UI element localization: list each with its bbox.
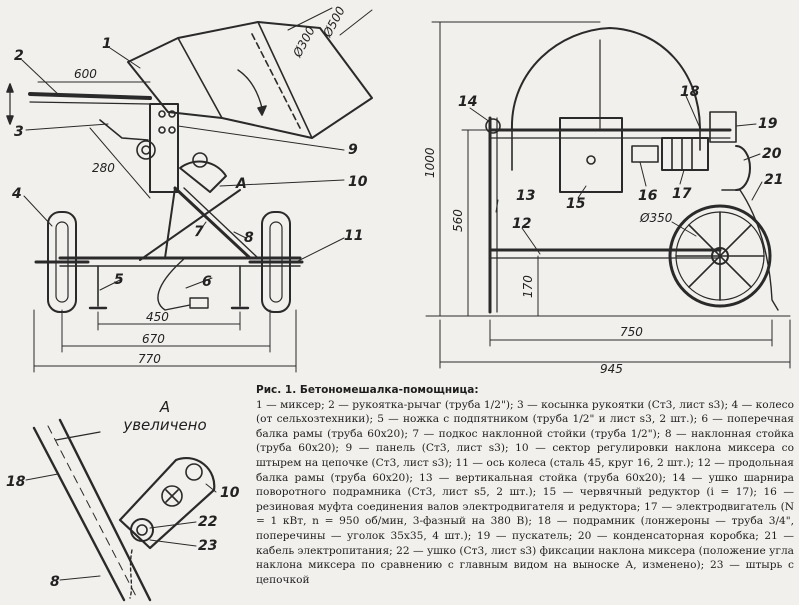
mixer-drum [127, 21, 373, 139]
detail-title-letter: А [159, 398, 171, 416]
detail-callout-8: 8 [50, 574, 60, 590]
dim-670: 670 [142, 332, 165, 346]
detail-callout-23: 23 [198, 538, 217, 554]
panel [136, 103, 179, 193]
detail-leaders [25, 473, 217, 581]
dim-280: 280 [92, 161, 115, 175]
detail-title-word: увеличено [123, 416, 207, 434]
gear-reducer [559, 117, 623, 193]
callout-16: 16 [638, 188, 658, 204]
dim-1000: 1000 [423, 147, 437, 178]
caption-text: 1 — миксер; 2 — рукоятка-рычаг (труба 1/… [256, 398, 794, 586]
callout-18: 18 [680, 84, 700, 100]
dim-750: 750 [620, 325, 643, 339]
front-dimensions [425, 21, 791, 369]
callout-10: 10 [348, 174, 368, 190]
detail-callout-22: 22 [198, 514, 217, 530]
callout-20: 20 [762, 146, 782, 162]
support-legs [88, 265, 250, 310]
callout-19: 19 [758, 116, 778, 132]
detail-callout-10: 10 [220, 485, 240, 501]
callout-13: 13 [516, 188, 535, 204]
tilt-sector [179, 152, 227, 193]
callout-5: 5 [114, 272, 124, 288]
callout-9: 9 [348, 142, 358, 158]
dim-170: 170 [521, 275, 535, 298]
callout-a: А [235, 176, 247, 192]
callout-12: 12 [512, 216, 531, 232]
front-view [425, 21, 791, 369]
detail-view-labels: 18 10 22 23 8 [6, 474, 240, 590]
handle-lever [6, 83, 152, 125]
dim-d350: Ø350 [639, 211, 673, 225]
callout-8: 8 [244, 230, 254, 246]
dim-945: 945 [600, 362, 623, 376]
dim-450: 450 [146, 310, 169, 324]
callout-6: 6 [202, 274, 212, 290]
side-view [6, 7, 373, 373]
side-dimensions [33, 81, 297, 373]
detail-view [25, 418, 217, 602]
callout-1: 1 [102, 36, 112, 52]
dim-770: 770 [138, 352, 161, 366]
front-frame [485, 116, 722, 314]
detail-eye [129, 518, 154, 599]
figure-caption: Рис. 1. Бетономешалка-помощница: 1 — мик… [256, 383, 794, 587]
caption-title: Рис. 1. Бетономешалка-помощница: [256, 384, 479, 396]
callout-11: 11 [344, 228, 363, 244]
callout-2: 2 [14, 48, 24, 64]
callout-15: 15 [566, 196, 586, 212]
callout-17: 17 [672, 186, 692, 202]
right-wheel [248, 211, 304, 313]
callout-14: 14 [458, 94, 477, 110]
front-leaders [469, 95, 763, 255]
frame [58, 186, 302, 311]
detail-sector [118, 457, 216, 550]
motor [631, 137, 709, 171]
detail-view-title: А увеличено [110, 398, 220, 434]
front-drum [510, 27, 701, 171]
dim-d500: Ø500 [320, 4, 348, 40]
front-wheel [668, 204, 772, 308]
dim-560: 560 [451, 209, 465, 232]
callout-4: 4 [11, 186, 22, 202]
dim-d300: Ø300 [290, 24, 318, 60]
callout-21: 21 [764, 172, 783, 188]
subframe [488, 111, 751, 191]
callout-3: 3 [14, 124, 24, 140]
left-wheel [34, 211, 90, 313]
power-cable [739, 189, 779, 311]
callout-7: 7 [194, 224, 204, 240]
front-view-labels: 12 13 14 15 16 17 18 19 20 21 1000 560 1… [423, 84, 783, 376]
detail-callout-18: 18 [6, 474, 26, 490]
dim-600: 600 [74, 67, 97, 81]
side-leaders [21, 47, 345, 291]
